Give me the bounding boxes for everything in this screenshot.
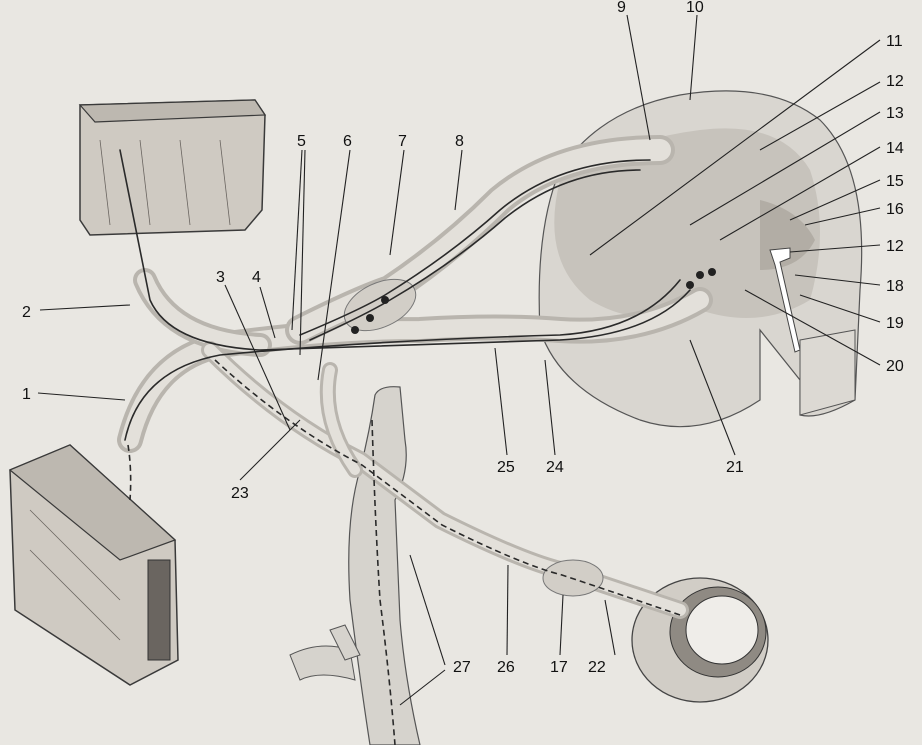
nerve-bundles: [117, 135, 713, 619]
label-18: 18: [886, 278, 904, 295]
label-23: 23: [231, 485, 249, 502]
label-17: 17: [550, 659, 568, 676]
label-26: 26: [497, 659, 515, 676]
label-11: 11: [886, 33, 903, 50]
label-10: 10: [686, 0, 704, 16]
label-1: 1: [22, 386, 31, 403]
label-20: 20: [886, 358, 904, 375]
sympathetic-trunk: [289, 386, 421, 745]
label-12a: 12: [886, 73, 904, 90]
label-12b: 12: [886, 238, 904, 255]
label-9: 9: [617, 0, 626, 16]
leader-lines: [37, 14, 881, 706]
label-7: 7: [398, 133, 407, 150]
muscle-tissue-lower: [8, 444, 179, 686]
label-19: 19: [886, 315, 904, 332]
label-21: 21: [726, 459, 744, 476]
label-16: 16: [886, 201, 904, 218]
label-27: 27: [453, 659, 471, 676]
nerve-fibers: [119, 149, 716, 745]
label-8: 8: [455, 133, 464, 150]
labels: 1 2 3 4 5 6 7 8 9 10 11 12 13 14 15 16 1…: [22, 0, 904, 676]
label-15: 15: [886, 173, 904, 190]
skin-tissue-upper: [78, 99, 267, 236]
label-13: 13: [886, 105, 904, 122]
spinal-cord: [538, 90, 863, 428]
label-2: 2: [22, 304, 31, 321]
label-24: 24: [546, 459, 564, 476]
label-22: 22: [588, 659, 606, 676]
label-25: 25: [497, 459, 515, 476]
label-6: 6: [343, 133, 352, 150]
label-3: 3: [216, 269, 225, 286]
label-5: 5: [297, 133, 306, 150]
label-14: 14: [886, 140, 904, 157]
label-4: 4: [252, 269, 261, 286]
